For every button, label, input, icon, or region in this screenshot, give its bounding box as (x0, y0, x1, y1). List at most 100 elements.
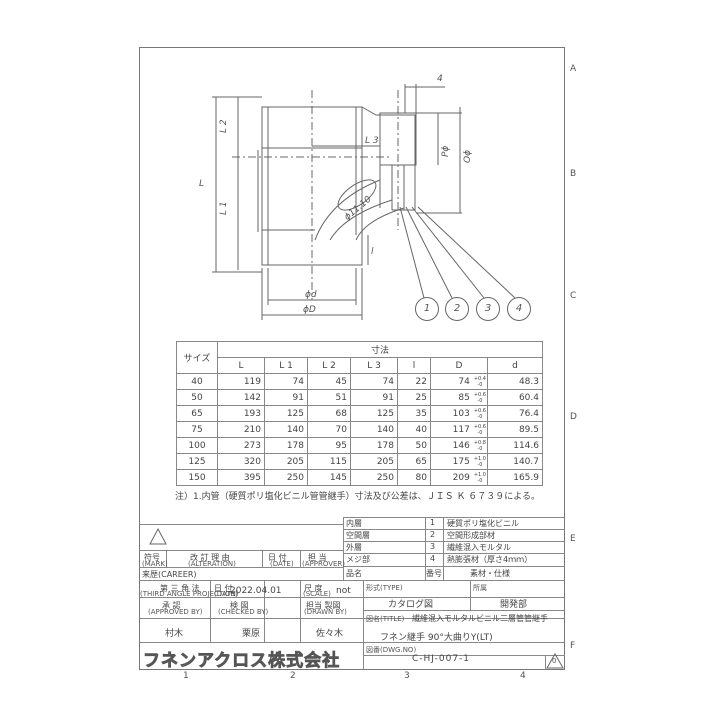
part-name: 品名 (346, 569, 362, 578)
cell-l2: 145 (307, 469, 351, 486)
cell-l3: 91 (350, 389, 398, 406)
tb-checked-label: 検 図 (230, 601, 249, 610)
cell-size: 65 (176, 405, 218, 422)
cell-d: 117 (429, 421, 473, 438)
part-no: 番号 (426, 569, 442, 578)
label-small-l: l (371, 247, 374, 257)
col-l: L (217, 357, 265, 374)
cell-d: 48.3 (487, 373, 543, 390)
cell-d: 114.6 (487, 437, 543, 454)
drawing-sheet (139, 47, 565, 670)
tb-date-en: (DATE) (214, 590, 238, 598)
tb-revision-no: 0 (552, 657, 557, 665)
rev-approver: 担 当 (308, 553, 327, 562)
tb-approved-label: 承 認 (162, 601, 181, 610)
tb-type-label: 形式(TYPE) (366, 584, 403, 592)
cell-l1: 205 (264, 453, 308, 470)
cell-l2: 45 (307, 373, 351, 390)
cell-d: 74 (429, 373, 473, 390)
cell-l2: 70 (307, 421, 351, 438)
label-p: Pϕ (441, 146, 451, 157)
tb-scale-label: 尺 度 (304, 584, 323, 593)
grid-row-a: A (570, 64, 577, 74)
rev-date-en: (DATE) (270, 560, 294, 568)
col-d: d (487, 357, 543, 374)
cell-l3: 125 (350, 405, 398, 422)
tb-drawn: 佐々木 (316, 629, 344, 639)
label-big-d: ϕD (303, 305, 316, 315)
callout-2: 2 (445, 297, 469, 321)
cell-l: 22 (397, 373, 431, 390)
tb-approved: 村木 (165, 629, 184, 639)
cell-size: 75 (176, 421, 218, 438)
tb-dept-label: 所属 (473, 584, 487, 592)
grid-col-4: 4 (520, 671, 526, 681)
col-l3: L 3 (350, 357, 398, 374)
cell-l: 119 (217, 373, 265, 390)
label-l: L (199, 179, 204, 189)
grid-row-e: E (570, 534, 576, 544)
part-material: 繊維混入モルタル (447, 543, 511, 552)
cell-l: 80 (397, 469, 431, 486)
cell-l: 193 (217, 405, 265, 422)
col-group: 寸法 (217, 341, 543, 358)
cell-d: 146 (429, 437, 473, 454)
tb-title-line2: フネン継手 90°大曲りY(LT) (380, 633, 493, 643)
part-name: 内層 (346, 519, 362, 528)
part-no: 1 (430, 518, 436, 527)
cell-l: 320 (217, 453, 265, 470)
revision-no-triangle-icon (546, 652, 564, 669)
cell-d: 165.9 (487, 469, 543, 486)
cell-size: 40 (176, 373, 218, 390)
part-name: 空間層 (346, 531, 370, 540)
rev-date: 日 付 (268, 553, 287, 562)
part-name: 外層 (346, 543, 362, 552)
cell-tol: +0.6 -0 (472, 405, 488, 422)
cell-d: 175 (429, 453, 473, 470)
cell-tol: +0.6 -0 (472, 421, 488, 438)
cell-tol: +0.4 -0 (472, 373, 488, 390)
cell-l2: 68 (307, 405, 351, 422)
grid-row-b: B (570, 169, 577, 179)
cell-d: 85 (429, 389, 473, 406)
grid-col-2: 2 (290, 671, 296, 681)
rev-mark: 符号 (144, 553, 160, 562)
tb-approved-en: (APPROVED BY) (148, 608, 203, 616)
col-l1: L 1 (264, 357, 308, 374)
cell-l: 395 (217, 469, 265, 486)
tb-title-label: 図名(TITLE) (366, 615, 405, 623)
cell-l1: 91 (264, 389, 308, 406)
tb-projection-en: (THIRD ANGLE PROJECTION) (140, 590, 239, 598)
part-no: 3 (430, 542, 436, 551)
part-material: 素材・仕様 (470, 569, 510, 578)
label-l3: L 3 (365, 136, 379, 146)
cell-l: 65 (397, 453, 431, 470)
tb-scale-en: (SCALE) (303, 590, 331, 598)
cell-size: 150 (176, 469, 218, 486)
tb-drawn-en: (DRAWN BY) (304, 608, 347, 616)
label-o: Oϕ (463, 150, 473, 163)
cell-l: 40 (397, 421, 431, 438)
tb-dept: 開発部 (500, 600, 528, 610)
cell-l1: 125 (264, 405, 308, 422)
rev-mark-en: (MARK) (142, 560, 168, 568)
cell-d: 140.7 (487, 453, 543, 470)
part-no: 4 (430, 554, 436, 563)
cell-tol: +1.0 -0 (472, 469, 488, 486)
cell-l: 25 (397, 389, 431, 406)
cell-l2: 51 (307, 389, 351, 406)
label-l1: L 1 (219, 201, 229, 215)
cell-d: 103 (429, 405, 473, 422)
cell-tol: +0.8 -0 (472, 437, 488, 454)
cell-l: 273 (217, 437, 265, 454)
rev-approver-en: (APPROVER) (302, 560, 346, 568)
label-d: ϕd (305, 290, 317, 300)
cell-size: 50 (176, 389, 218, 406)
cell-d: 89.5 (487, 421, 543, 438)
